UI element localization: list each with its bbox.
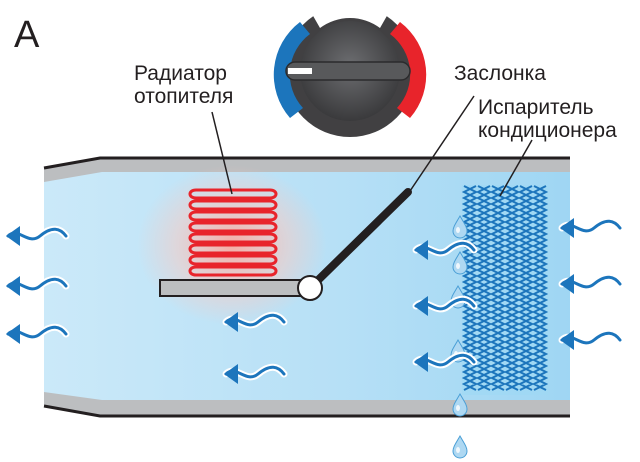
radiator-label: Радиатор отопителя — [134, 62, 233, 108]
evaporator-label-line1: Испаритель — [478, 96, 594, 119]
evaporator-label-line2: кондиционера — [478, 119, 617, 142]
temperature-knob-icon — [273, 1, 427, 137]
damper-assembly — [159, 188, 412, 301]
radiator-label-line2: отопителя — [134, 85, 234, 108]
panel-letter: A — [14, 14, 40, 56]
damper-pivot — [297, 275, 323, 301]
heater-radiator — [188, 188, 278, 277]
radiator-label-line1: Радиатор — [134, 62, 227, 85]
evaporator-label: Испаритель кондиционера — [478, 96, 617, 142]
damper-label: Заслонка — [454, 62, 546, 85]
water-drop-icon — [452, 435, 468, 459]
damper-flap — [306, 188, 412, 292]
leader-lines — [211, 95, 533, 197]
